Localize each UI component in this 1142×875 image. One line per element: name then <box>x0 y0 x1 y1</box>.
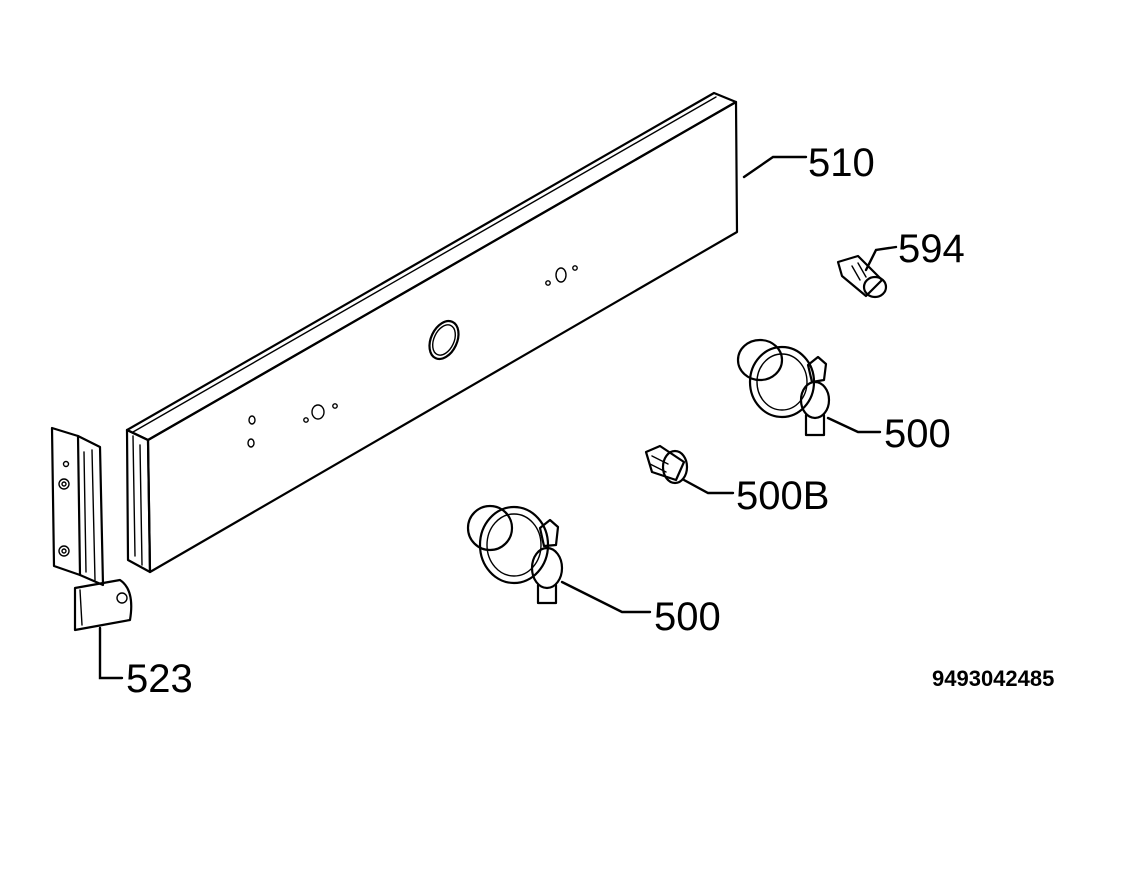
knob-cap-part <box>644 444 689 485</box>
label-510: 510 <box>808 141 875 185</box>
leader-line-500-upper <box>826 416 882 434</box>
label-500-lower: 500 <box>654 595 721 639</box>
knob-lower-part <box>466 504 564 605</box>
side-bracket-part <box>50 426 133 632</box>
leader-line-500-lower <box>560 580 652 614</box>
label-523: 523 <box>126 657 193 701</box>
control-panel-part <box>125 91 739 574</box>
label-500b: 500B <box>736 474 829 518</box>
reference-number: 9493042485 <box>932 666 1054 691</box>
leader-line-594 <box>864 245 898 272</box>
knob-upper-part <box>736 338 831 437</box>
clip-part <box>836 254 888 299</box>
label-500-upper: 500 <box>884 412 951 456</box>
leader-line-523 <box>98 626 124 680</box>
leader-line-510 <box>742 155 808 179</box>
leader-line-500b <box>682 478 735 495</box>
label-594: 594 <box>898 227 965 271</box>
